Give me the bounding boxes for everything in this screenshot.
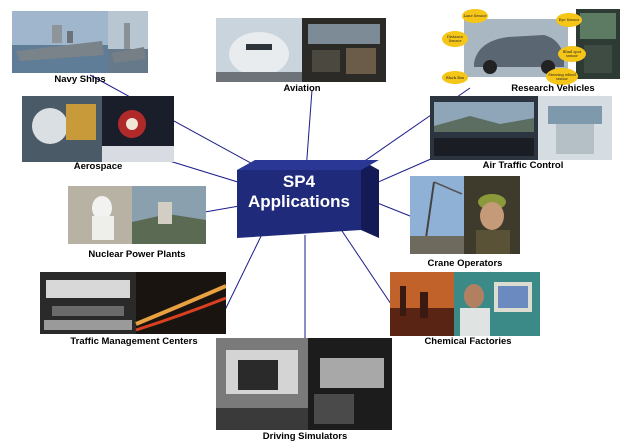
traffic-management-centers-label: Traffic Management Centers bbox=[70, 336, 198, 347]
chemical-factories-image bbox=[390, 272, 540, 336]
center-hub-title: SP4 Applications bbox=[237, 172, 361, 212]
nuclear-power-plants-label: Nuclear Power Plants bbox=[88, 249, 186, 260]
tag-steering-wheel-sensor: Steering wheel sensor bbox=[546, 68, 578, 85]
tag-blind-spot-sensor: Blind spot sensor bbox=[558, 46, 586, 62]
tag-lane-sensor: Lane Sensor bbox=[462, 9, 488, 23]
driving-simulators-image bbox=[216, 338, 392, 430]
navy-ships-label: Navy Ships bbox=[54, 74, 106, 85]
driving-simulators-label: Driving Simulators bbox=[262, 431, 348, 442]
connector-traffic-management-centers bbox=[224, 227, 266, 311]
aerospace-image bbox=[22, 96, 174, 162]
center-hub-line1: SP4 bbox=[282, 172, 316, 191]
traffic-management-centers-image bbox=[40, 272, 226, 334]
navy-ships-image bbox=[12, 11, 148, 73]
crane-operators-label: Crane Operators bbox=[427, 258, 503, 269]
chemical-factories-label: Chemical Factories bbox=[424, 336, 512, 347]
aerospace-label: Aerospace bbox=[73, 161, 123, 172]
tag-black-box: Black Box bbox=[442, 71, 468, 84]
research-vehicles-image bbox=[438, 5, 622, 85]
aviation-label: Aviation bbox=[283, 83, 321, 94]
center-hub-line2: Applications bbox=[247, 192, 350, 211]
air-traffic-control-image bbox=[430, 96, 612, 160]
tag-eye-sensor: Eye Sensor bbox=[556, 13, 582, 27]
center-hub bbox=[237, 160, 379, 238]
research-vehicles-label: Research Vehicles bbox=[511, 83, 595, 94]
air-traffic-control-label: Air Traffic Control bbox=[482, 160, 564, 171]
tag-distance-sensor: Distance Sensor bbox=[442, 31, 468, 47]
crane-operators-image bbox=[410, 176, 520, 254]
nuclear-power-plants-image bbox=[68, 186, 206, 244]
connector-chemical-factories bbox=[339, 227, 396, 311]
aviation-image bbox=[216, 18, 386, 82]
